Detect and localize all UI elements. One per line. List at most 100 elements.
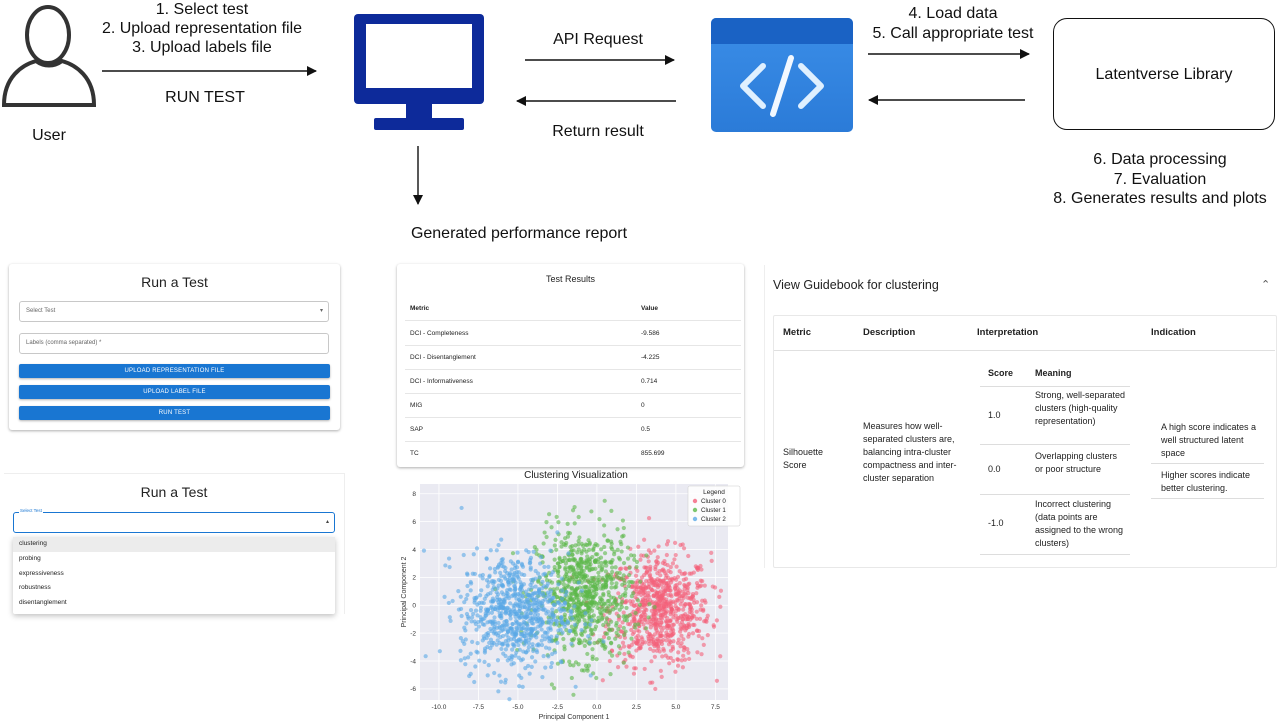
scatter-point	[504, 618, 509, 624]
scatter-point	[504, 623, 509, 628]
scatter-point	[506, 638, 511, 643]
computer-monitor-icon	[354, 14, 484, 130]
option-clustering[interactable]: clustering	[13, 537, 335, 552]
run-test-button[interactable]: RUN TEST	[19, 406, 330, 420]
scatter-point	[489, 610, 494, 615]
upload-representation-button[interactable]: UPLOAD REPRESENTATION FILE	[19, 364, 330, 378]
scatter-point	[627, 565, 632, 570]
select-test-dropdown[interactable]: Select Test ▾	[19, 301, 329, 322]
scatter-point	[489, 643, 495, 648]
guidebook-header-divider	[774, 350, 1275, 351]
scatter-point	[508, 559, 513, 564]
scatter-point	[655, 555, 660, 560]
scatter-point	[528, 632, 533, 637]
scatter-point	[569, 592, 574, 598]
scatter-point	[602, 544, 607, 550]
scatter-point	[662, 569, 667, 574]
scatter-point	[577, 640, 582, 646]
scatter-point	[616, 613, 621, 619]
scatter-point	[655, 636, 660, 641]
scatter-point	[646, 548, 651, 553]
scatter-point	[692, 600, 697, 605]
scatter-point	[654, 559, 659, 564]
scatter-point	[676, 637, 681, 642]
scatter-point	[584, 590, 589, 595]
scatter-point	[695, 567, 701, 573]
scatter-point	[554, 634, 559, 639]
scatter-point	[579, 631, 584, 636]
scatter-point	[576, 597, 581, 603]
scatter-point	[622, 632, 627, 638]
scatter-point	[498, 570, 503, 575]
select-test-field-focused[interactable]: Select Test ▴	[13, 508, 335, 533]
scatter-point	[629, 627, 634, 633]
scatter-point	[526, 549, 531, 555]
indication-divider	[1151, 498, 1264, 499]
scatter-point	[669, 629, 674, 634]
scatter-point	[492, 629, 497, 634]
option-robustness[interactable]: robustness	[19, 584, 51, 591]
scatter-point	[621, 610, 626, 615]
scatter-point	[483, 613, 489, 618]
user-label: User	[32, 127, 66, 144]
scatter-point	[519, 582, 524, 587]
scatter-point	[508, 572, 513, 577]
collapse-chevron-icon[interactable]: ⌃	[1261, 279, 1271, 291]
guidebook-title[interactable]: View Guidebook for clustering	[773, 278, 939, 292]
scatter-point	[547, 599, 552, 604]
scatter-point	[450, 598, 455, 604]
scatter-point	[608, 640, 614, 645]
x-tick-label: -7.5	[473, 704, 485, 711]
option-expressiveness[interactable]: expressiveness	[19, 570, 64, 577]
scatter-point	[653, 626, 658, 631]
scatter-point	[498, 578, 504, 584]
scatter-point	[544, 578, 550, 583]
scatter-point	[582, 643, 587, 648]
scatter-point	[534, 595, 539, 600]
scatter-point	[516, 655, 522, 660]
scatter-point	[500, 557, 505, 562]
scatter-point	[604, 616, 609, 621]
scatter-point	[695, 585, 700, 590]
scatter-point	[531, 648, 536, 654]
scatter-point	[522, 614, 527, 619]
scatter-point	[463, 628, 468, 633]
scatter-point	[606, 604, 611, 609]
scatter-point	[509, 567, 514, 572]
upload-label-button[interactable]: UPLOAD LABEL FILE	[19, 385, 330, 399]
guidebook-panel	[764, 265, 1280, 568]
scatter-point	[576, 563, 582, 568]
scatter-point	[660, 654, 665, 659]
step-8: 8. Generates results and plots	[1053, 190, 1267, 207]
scatter-point	[572, 557, 577, 562]
run-test-card: Run a Test Select Test ▾ Labels (comma s…	[9, 264, 340, 430]
scatter-point	[603, 601, 608, 606]
scatter-point	[652, 641, 657, 646]
scatter-point	[499, 537, 504, 542]
scatter-point	[577, 618, 582, 623]
scatter-point	[624, 614, 630, 620]
scatter-point	[623, 629, 628, 634]
scatter-point	[589, 614, 594, 620]
option-disentanglement[interactable]: disentanglement	[19, 599, 67, 606]
x-tick-label: -5.0	[512, 704, 524, 711]
option-probing[interactable]: probing	[19, 555, 41, 562]
scatter-point	[567, 659, 572, 664]
scatter-point	[590, 576, 596, 581]
labels-input[interactable]: Labels (comma separated) *	[19, 333, 329, 354]
scatter-point	[501, 592, 506, 597]
scatter-point	[714, 618, 719, 623]
scatter-point	[601, 634, 607, 640]
scatter-point	[602, 551, 608, 556]
scatter-point	[533, 626, 538, 631]
scatter-point	[583, 611, 588, 616]
scatter-point	[636, 590, 641, 595]
scatter-point	[560, 620, 565, 626]
scatter-point	[478, 573, 483, 578]
scatter-point	[600, 615, 605, 620]
scatter-point	[573, 615, 579, 620]
scatter-point	[461, 552, 466, 558]
step-2: 2. Upload representation file	[101, 20, 303, 37]
scatter-point	[600, 678, 605, 683]
scatter-point	[555, 640, 560, 645]
